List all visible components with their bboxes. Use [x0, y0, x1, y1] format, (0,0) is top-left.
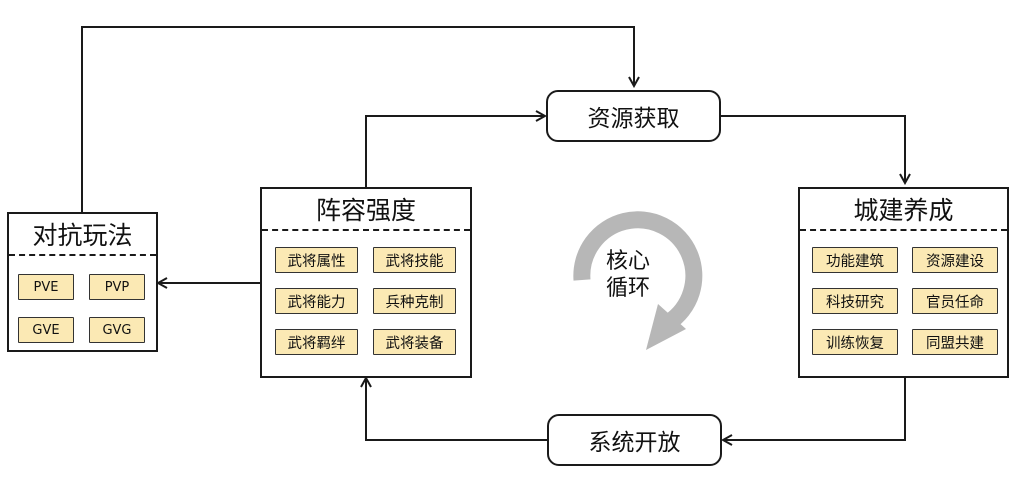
city-building-panel: 城建养成 功能建筑 资源建设 科技研究 官员任命 训练恢复 同盟共建 [798, 187, 1009, 378]
connector-resource-to-city [721, 115, 905, 183]
connector-city-to-system [723, 377, 906, 440]
city-item: 同盟共建 [912, 329, 998, 355]
city-item: 功能建筑 [812, 247, 898, 273]
lineup-strength-panel: 阵容强度 武将属性 武将技能 武将能力 兵种克制 武将羁绊 武将装备 [260, 187, 472, 378]
lineup-item: 武将装备 [373, 329, 456, 355]
core-loop-line2: 循环 [605, 276, 650, 301]
city-building-title: 城建养成 [800, 189, 1007, 231]
connector-lineup-to-resource [365, 116, 545, 187]
connector-system-to-lineup [366, 378, 547, 441]
system-unlock-node: 系统开放 [547, 414, 722, 466]
resource-acquisition-node: 资源获取 [546, 90, 721, 142]
system-unlock-label: 系统开放 [588, 430, 681, 456]
core-loop-line1: 核心 [605, 249, 650, 274]
connector-combat-to-resource [81, 26, 634, 212]
combat-item: PVP [89, 274, 145, 300]
lineup-item: 武将属性 [275, 247, 358, 273]
core-loop-label: 核心 循环 [598, 248, 658, 302]
resource-acquisition-label: 资源获取 [587, 106, 680, 132]
combat-item: PVE [18, 274, 74, 300]
cycle-arrow-icon [573, 211, 703, 350]
city-item: 训练恢复 [812, 329, 898, 355]
lineup-item: 武将能力 [275, 288, 358, 314]
city-item: 资源建设 [912, 247, 998, 273]
city-item: 科技研究 [812, 288, 898, 314]
combat-item: GVE [18, 317, 74, 343]
combat-mode-panel: 对抗玩法 PVE PVP GVE GVG [7, 212, 158, 352]
lineup-item: 武将羁绊 [275, 329, 358, 355]
combat-mode-title: 对抗玩法 [9, 214, 156, 256]
combat-item: GVG [89, 317, 145, 343]
lineup-item: 兵种克制 [373, 288, 456, 314]
lineup-item: 武将技能 [373, 247, 456, 273]
city-item: 官员任命 [912, 288, 998, 314]
lineup-strength-title: 阵容强度 [262, 189, 470, 231]
